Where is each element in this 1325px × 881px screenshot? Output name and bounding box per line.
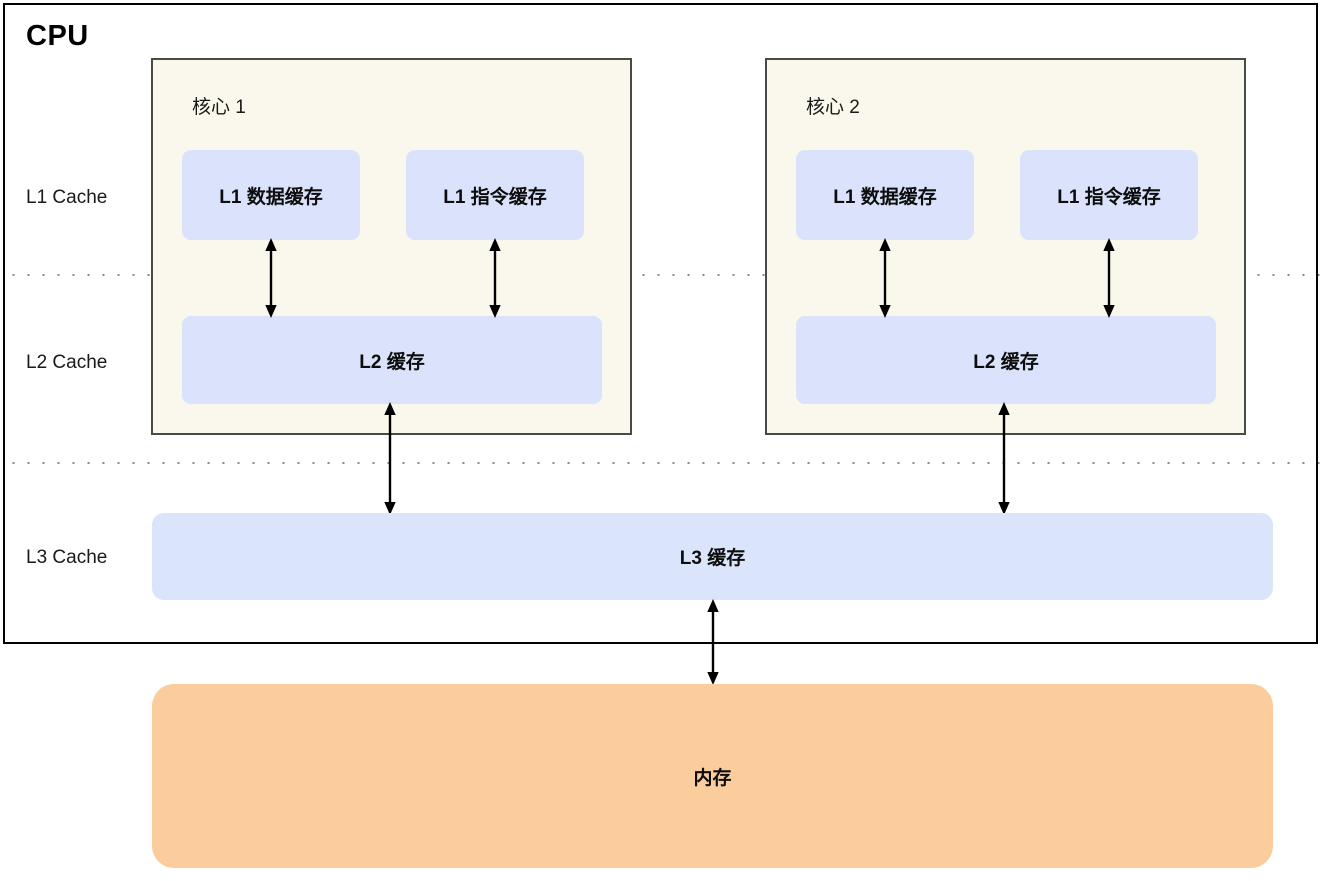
separator-l2-l3 — [0, 461, 1325, 465]
separator-l1-l2 — [0, 273, 1325, 277]
core-title-1: 核心 1 — [192, 97, 246, 118]
arrow-core2-l1data-l2 — [873, 238, 897, 318]
shared-l3-cache[interactable]: L3 缓存 — [152, 513, 1273, 600]
arrow-core1-l1data-l2 — [259, 238, 283, 318]
arrow-core1-l1inst-l2 — [483, 238, 507, 318]
core-2-l1-data-cache[interactable]: L1 数据缓存 — [796, 150, 974, 240]
level-label-l2-cache: L2 Cache — [26, 352, 108, 373]
arrow-core1-l2-l3 — [378, 402, 402, 515]
core-1-l1-instruction-cache[interactable]: L1 指令缓存 — [406, 150, 584, 240]
core-title-2: 核心 2 — [806, 97, 860, 118]
cpu-container — [3, 3, 1318, 644]
core-1-l2-cache[interactable]: L2 缓存 — [182, 316, 602, 404]
core-2-l1-instruction-cache[interactable]: L1 指令缓存 — [1020, 150, 1198, 240]
core-1-l1-data-cache[interactable]: L1 数据缓存 — [182, 150, 360, 240]
arrow-core2-l1inst-l2 — [1097, 238, 1121, 318]
arrow-core2-l2-l3 — [992, 402, 1016, 515]
level-label-l3-cache: L3 Cache — [26, 547, 108, 568]
main-memory-block[interactable]: 内存 — [152, 684, 1273, 868]
arrow-l3-memory — [701, 599, 725, 685]
level-label-l1-cache: L1 Cache — [26, 187, 108, 208]
core-2-l2-cache[interactable]: L2 缓存 — [796, 316, 1216, 404]
cpu-title: CPU — [26, 20, 89, 52]
